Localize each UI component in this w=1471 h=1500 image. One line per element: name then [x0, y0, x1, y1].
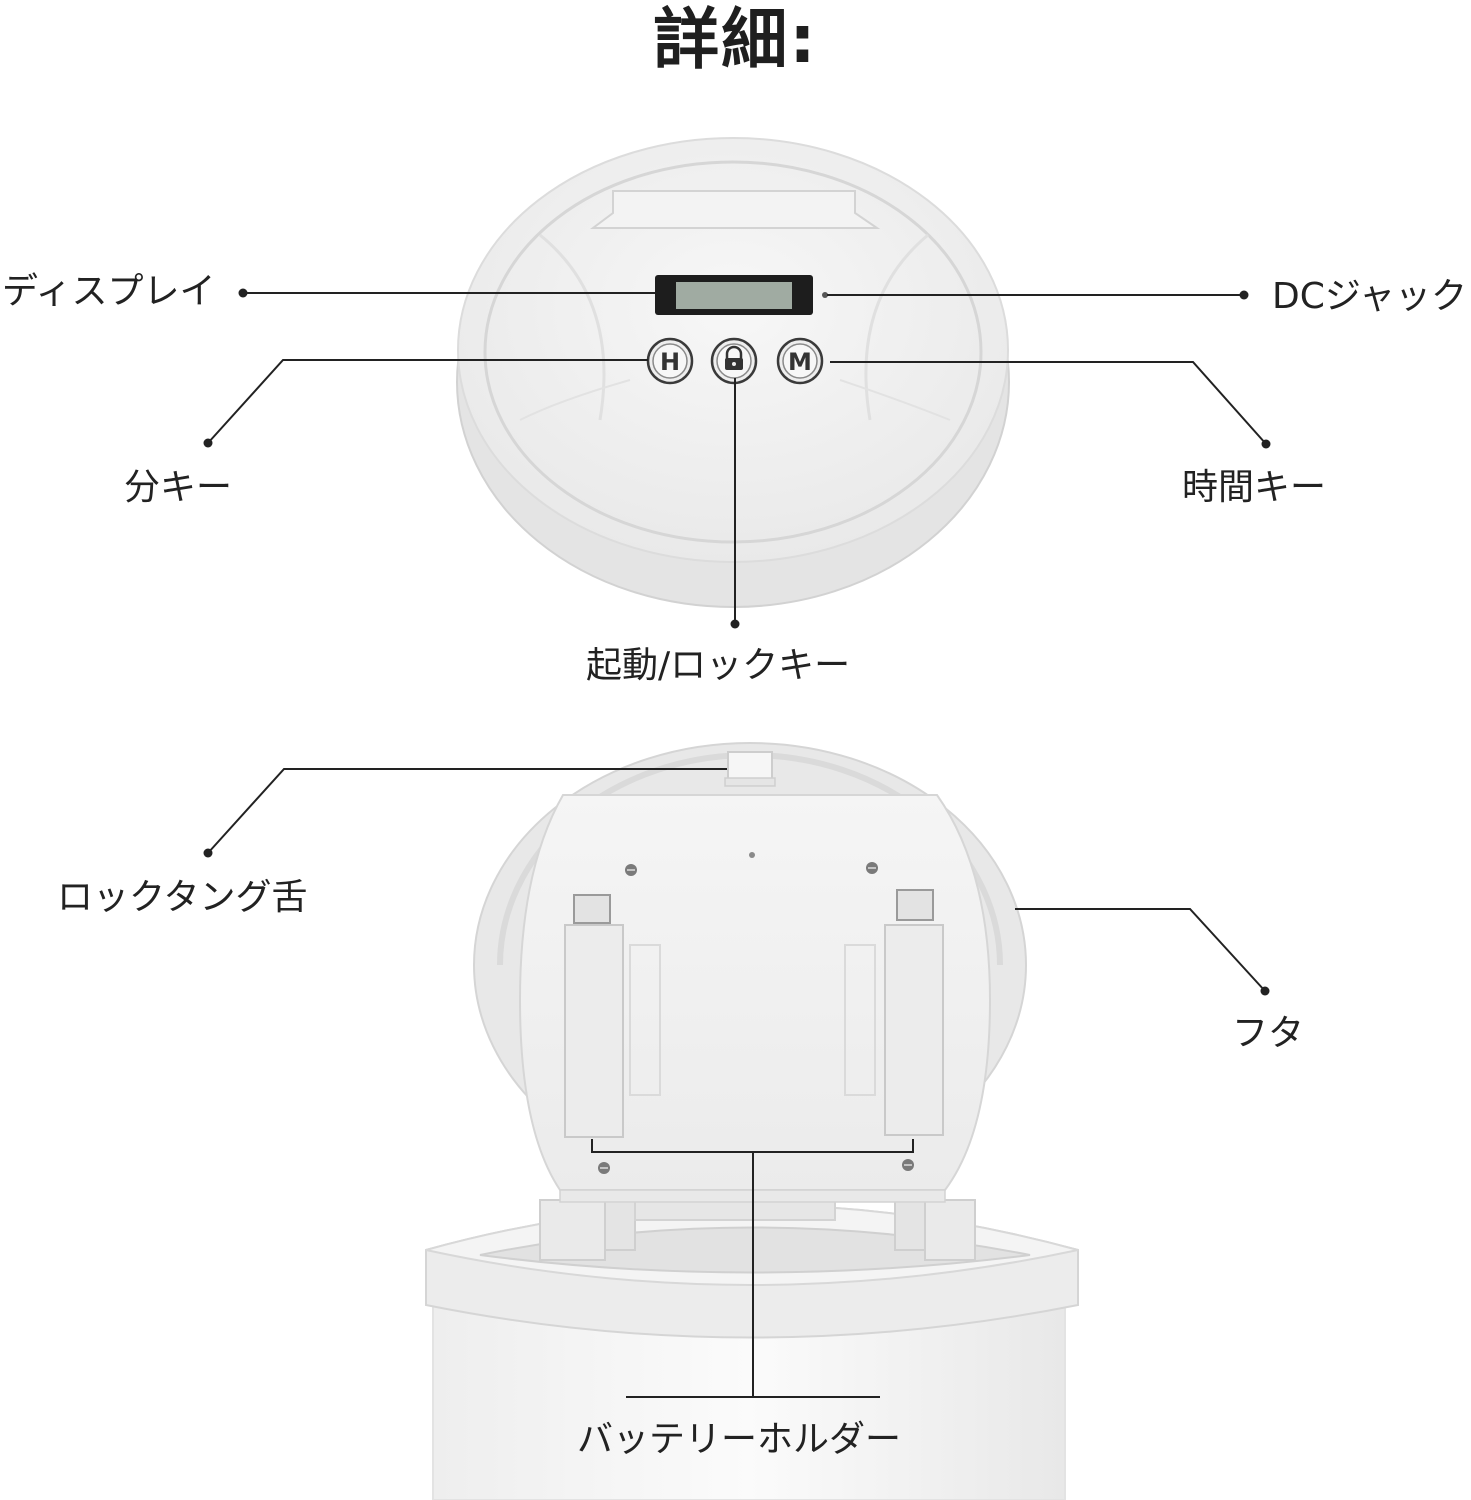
battery-holder	[564, 889, 944, 1138]
padlock-icon	[725, 345, 743, 370]
label-locking-tongue: ロックタング舌	[57, 877, 308, 918]
minute-key-button[interactable]: M	[776, 337, 824, 385]
hour-key-letter: H	[660, 348, 680, 376]
label-start-lock-key: 起動/ロックキー	[586, 645, 851, 686]
lcd-display	[655, 275, 813, 315]
label-lid: フタ	[1232, 1013, 1305, 1054]
timer-lid-top-view: H M	[456, 137, 1010, 608]
label-battery-holder: バッテリーホルダー	[577, 1419, 902, 1460]
label-hour-key: 時間キー	[1182, 467, 1327, 508]
locking-tongue	[724, 751, 776, 787]
jar-with-open-lid	[425, 742, 1079, 1500]
dc-jack-port	[822, 292, 828, 298]
page-title: 詳細:	[653, 1, 818, 78]
minute-key-letter: M	[788, 348, 812, 376]
hour-key-button[interactable]: H	[646, 337, 694, 385]
label-dc-jack: DCジャック	[1272, 276, 1468, 317]
leader-dots	[203, 288, 1271, 996]
label-minute-key: 分キー	[124, 467, 233, 508]
label-display: ディスプレイ	[2, 271, 216, 312]
start-lock-key-button[interactable]	[710, 337, 758, 385]
screw-icon	[598, 862, 914, 1174]
leader-lines	[207, 292, 1267, 1398]
